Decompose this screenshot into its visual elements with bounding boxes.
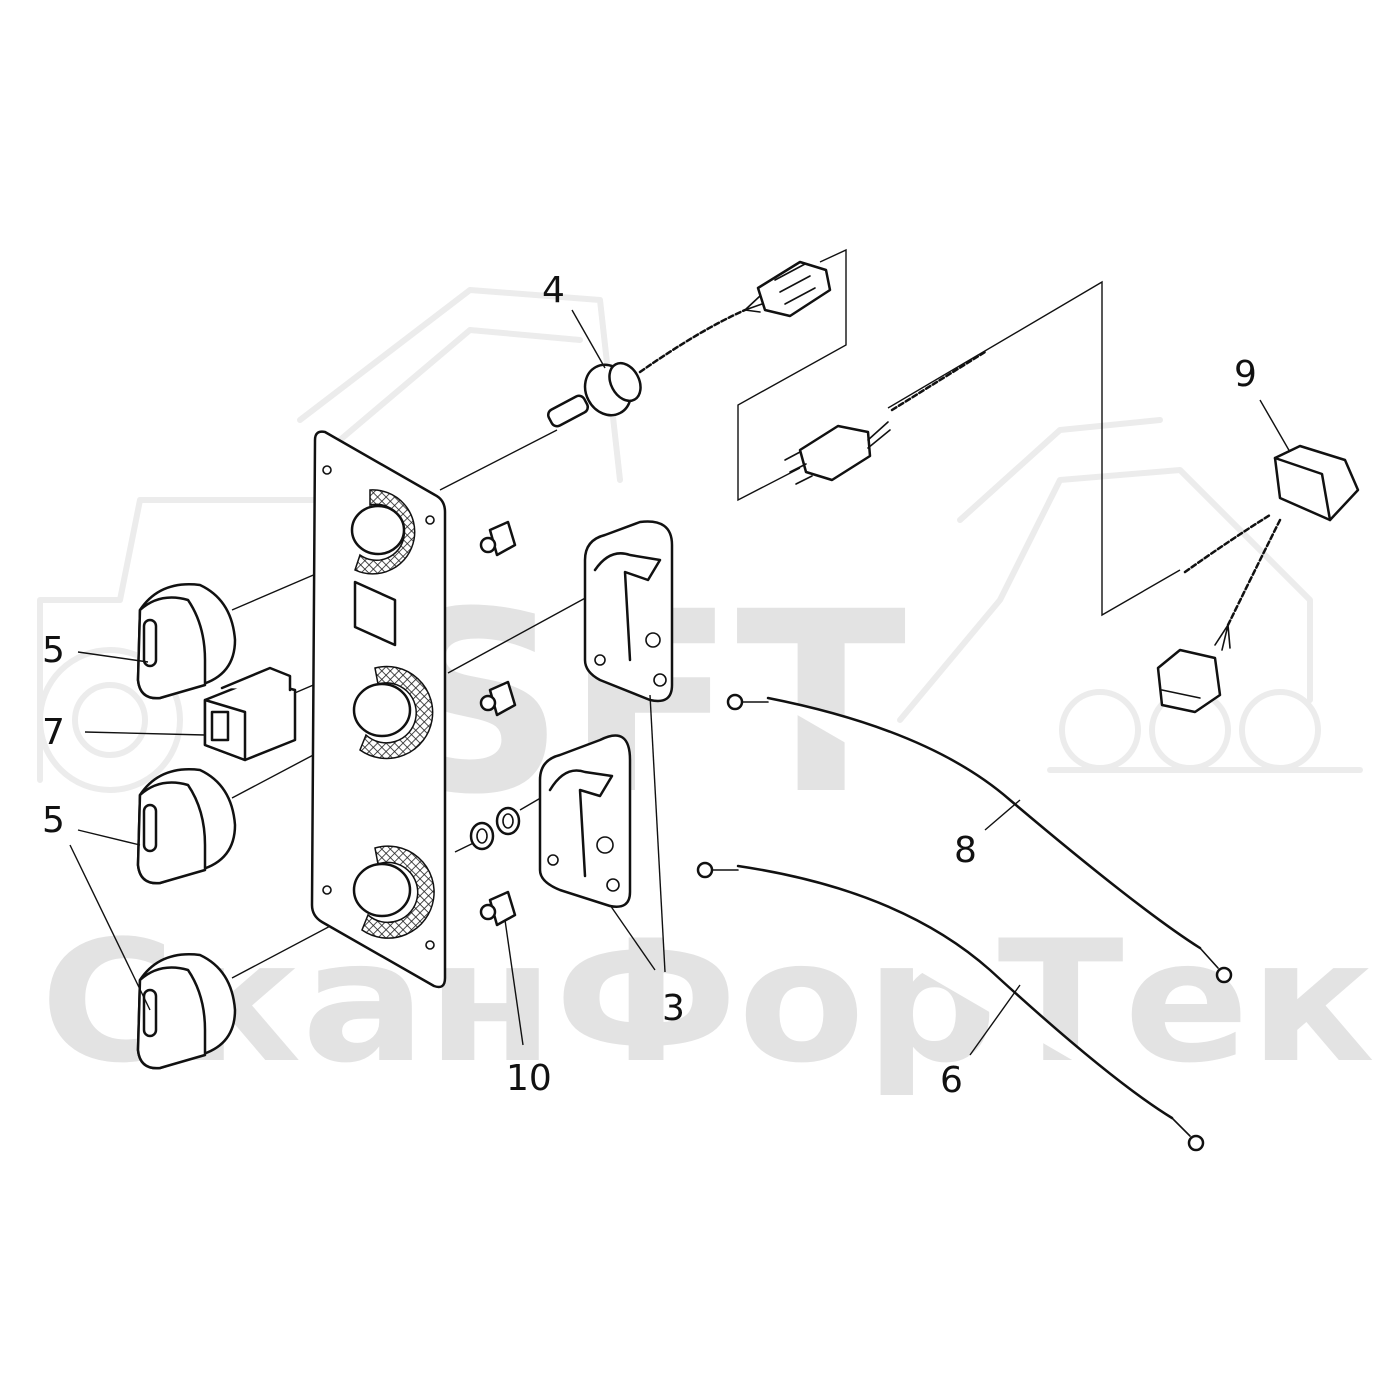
callout-label-10: 10 bbox=[506, 1058, 552, 1099]
callout-label-6: 6 bbox=[940, 1060, 963, 1101]
rocker-switch bbox=[203, 666, 297, 762]
wiring-harness bbox=[1156, 444, 1360, 714]
control-cable-lower bbox=[696, 861, 1205, 1152]
knob-bottom bbox=[136, 953, 237, 1070]
knob-top bbox=[136, 583, 237, 700]
callout-labels: 4 9 5 7 5 5 8 3 10 6 bbox=[42, 270, 1257, 1101]
callout-label-5-middle: 5 bbox=[42, 800, 65, 841]
callout-label-7: 7 bbox=[42, 712, 65, 753]
callout-label-4: 4 bbox=[542, 270, 565, 311]
fasteners bbox=[469, 520, 521, 927]
control-cable-upper bbox=[726, 693, 1233, 984]
lever-bracket-top bbox=[583, 520, 674, 703]
callout-leaders bbox=[69, 309, 1291, 1056]
potentiometer-connector bbox=[546, 260, 832, 428]
watermark-company: СканФорТек bbox=[40, 904, 1375, 1100]
callout-label-8: 8 bbox=[954, 830, 977, 871]
callout-label-5-top: 5 bbox=[42, 630, 65, 671]
plug-cable bbox=[784, 350, 987, 485]
lever-bracket-bottom bbox=[538, 734, 632, 908]
callout-label-9: 9 bbox=[1234, 354, 1257, 395]
control-panel bbox=[310, 430, 447, 989]
knob-middle bbox=[136, 768, 237, 885]
callout-label-3: 3 bbox=[662, 988, 685, 1029]
